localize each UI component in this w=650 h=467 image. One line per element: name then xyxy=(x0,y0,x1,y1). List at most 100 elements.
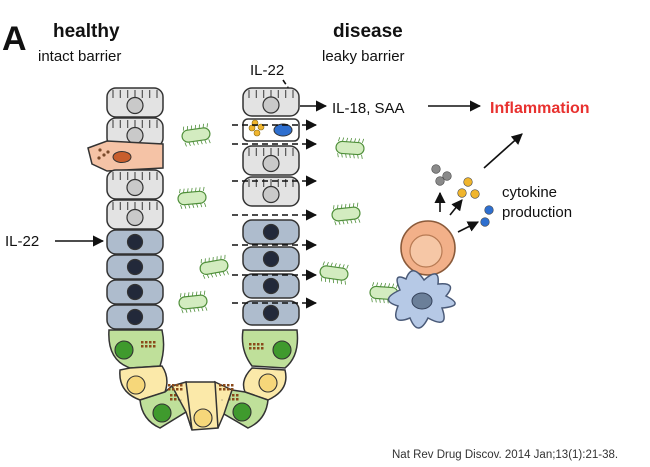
granule xyxy=(257,347,260,350)
granule xyxy=(106,150,110,154)
transit-amplifying-cell xyxy=(242,219,300,245)
granule xyxy=(257,343,260,346)
healthy-title: healthy xyxy=(53,21,120,42)
macrophage xyxy=(400,220,456,276)
grey-enterocyte xyxy=(242,176,300,207)
granule xyxy=(145,345,148,348)
dendritic-nucleus xyxy=(411,292,433,310)
granule xyxy=(172,384,175,387)
granule xyxy=(261,347,264,350)
flagella xyxy=(180,290,208,314)
granule xyxy=(223,388,226,391)
paneth-cell-nucleus xyxy=(114,340,134,360)
paneth-cell xyxy=(108,329,165,369)
bacterium-body xyxy=(178,294,208,310)
cell-nucleus xyxy=(262,96,280,114)
bacteria-group xyxy=(177,123,399,314)
granule xyxy=(102,153,106,157)
granule xyxy=(168,384,171,387)
immune-to-blue-arrow xyxy=(457,221,480,233)
granule xyxy=(168,388,171,391)
il22-top-label: IL-22 xyxy=(250,62,284,79)
paneth-granules xyxy=(168,384,183,391)
granule xyxy=(232,398,235,401)
microvilli xyxy=(112,202,158,210)
bacterium xyxy=(177,186,207,210)
bacterium-body xyxy=(181,127,211,143)
microvilli xyxy=(248,179,294,187)
macrophage-nucleus xyxy=(409,234,443,268)
stem-cell xyxy=(170,381,193,431)
immune-to-orange-arrow xyxy=(449,199,463,216)
stem-cell-body xyxy=(170,381,193,431)
paneth-granules xyxy=(219,384,234,391)
bacterium xyxy=(335,137,365,159)
stem-cell-body xyxy=(214,380,233,429)
microvilli xyxy=(112,90,158,98)
tuft-cell xyxy=(87,140,164,172)
bacterium-body xyxy=(199,259,229,275)
il18-saa-label: IL-18, SAA xyxy=(332,100,405,117)
healthy-subtitle: intact barrier xyxy=(38,48,121,65)
transit-amplifying-cell xyxy=(242,246,300,272)
cell-nucleus xyxy=(273,123,293,137)
bacterium-body xyxy=(177,190,207,206)
granule xyxy=(149,345,152,348)
cytokine-label-1: cytokine xyxy=(502,184,557,201)
bacterium xyxy=(178,290,208,314)
bacterium-body xyxy=(335,140,365,156)
cell-nucleus xyxy=(262,223,280,241)
granule xyxy=(170,398,173,401)
grey-enterocyte xyxy=(106,117,164,148)
cell-nucleus xyxy=(126,208,144,227)
flagella xyxy=(333,202,361,226)
cytokine-dot xyxy=(457,188,467,198)
granule xyxy=(180,384,183,387)
granule xyxy=(253,347,256,350)
granule xyxy=(236,398,239,401)
cytokine-dot xyxy=(463,177,473,187)
granule xyxy=(97,156,101,160)
granule xyxy=(231,384,234,387)
cytokine-dot xyxy=(431,164,441,174)
bacterium xyxy=(181,123,211,147)
flagella xyxy=(182,123,211,147)
flagella xyxy=(320,261,349,285)
cell-nucleus xyxy=(126,308,144,326)
paneth-cell-nucleus xyxy=(152,403,172,423)
cell-nucleus xyxy=(126,126,144,145)
granule xyxy=(170,394,173,397)
microvilli xyxy=(112,172,158,180)
epithelium xyxy=(87,87,300,431)
cell-nucleus xyxy=(126,233,144,251)
flagella xyxy=(371,282,399,304)
inflammation-label: Inflammation xyxy=(490,100,590,117)
granule xyxy=(261,343,264,346)
granule xyxy=(236,394,239,397)
stem-cell-nucleus xyxy=(258,373,278,393)
disease-title: disease xyxy=(333,21,403,42)
granule xyxy=(98,148,102,152)
il22-top-arrow xyxy=(282,79,299,105)
paneth-cell-nucleus xyxy=(272,340,292,360)
microvilli xyxy=(248,148,294,156)
transit-amplifying-cell xyxy=(106,254,164,280)
cytokine-dot xyxy=(470,189,480,199)
granule xyxy=(174,394,177,397)
granule xyxy=(253,343,256,346)
granule xyxy=(253,129,261,137)
bacterium-body xyxy=(319,265,349,281)
il22-target-cell xyxy=(242,118,300,142)
granule xyxy=(174,398,177,401)
bacterium xyxy=(331,202,361,226)
granule xyxy=(153,341,156,344)
citation: Nat Rev Drug Discov. 2014 Jan;13(1):21-3… xyxy=(392,449,618,461)
transit-amplifying-cell xyxy=(106,229,164,255)
cell-nucleus xyxy=(262,250,280,268)
cell-nucleus xyxy=(126,283,144,301)
cell-nucleus xyxy=(262,304,280,322)
cell-nucleus xyxy=(262,154,280,173)
cytokine-to-inflammation-arrow xyxy=(483,133,523,169)
